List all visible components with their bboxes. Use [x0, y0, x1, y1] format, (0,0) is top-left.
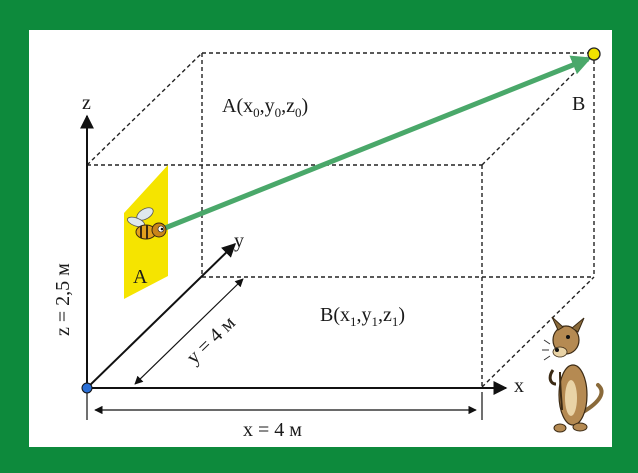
y-dimension-arrow — [134, 278, 244, 385]
z-axis-label: z — [82, 92, 91, 114]
point-A-label: A — [133, 266, 148, 288]
dimension-lines — [86, 278, 483, 420]
vector-AB — [159, 55, 592, 233]
origin-marker — [81, 382, 93, 394]
box-edge — [481, 276, 595, 388]
z-dimension-label: z = 2,5 м — [52, 263, 74, 336]
point-B-marker — [587, 47, 601, 61]
x-axis-label: x — [514, 375, 524, 397]
box-edge — [481, 52, 595, 166]
bee-icon — [127, 207, 167, 240]
x-dimension-label: x = 4 м — [243, 419, 302, 441]
y-axis-label: y — [234, 230, 244, 252]
white-panel — [29, 30, 612, 447]
point-A-coordinates: A(x0,y0,z0) — [222, 95, 308, 120]
box-edge — [86, 52, 203, 166]
point-B-label: B — [572, 93, 585, 115]
point-B-coordinates: B(x1,y1,z1) — [320, 304, 405, 329]
dog-icon — [542, 316, 604, 433]
room-box — [86, 52, 595, 388]
